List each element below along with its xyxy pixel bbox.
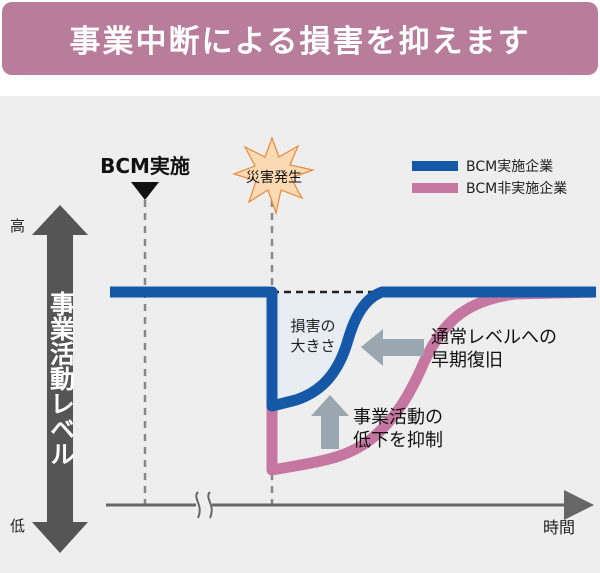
y-axis-label: 事業活動レベル	[47, 291, 76, 466]
bcm-marker-triangle	[131, 182, 159, 200]
header-banner: 事業中断による損害を抑えます	[2, 2, 598, 75]
suppression-label-line1: 事業活動の	[353, 407, 443, 428]
low-label: 低	[10, 517, 25, 535]
high-label: 高	[10, 217, 25, 235]
bcm-company-line	[110, 286, 596, 412]
suppression-arrow	[311, 395, 349, 449]
legend-swatch-bcm	[412, 161, 458, 171]
recovery-label-line2: 早期復旧	[431, 350, 503, 371]
damage-label-line2: 大きさ	[290, 337, 335, 355]
damage-label-line1: 損害の	[290, 317, 335, 335]
recovery-arrow	[361, 329, 424, 366]
disaster-label: 災害発生	[246, 170, 302, 186]
suppression-label-line2: 低下を抑制	[353, 430, 443, 451]
legend-label-non-bcm: BCM非実施企業	[466, 180, 567, 197]
bcm-marker-label: BCM実施	[100, 154, 190, 178]
activity-level-axis-arrow	[32, 205, 88, 553]
legend-label-bcm: BCM実施企業	[466, 158, 553, 175]
recovery-label-line1: 通常レベルへの	[431, 327, 557, 348]
time-label: 時間	[543, 518, 575, 537]
legend-swatch-non-bcm	[412, 183, 458, 193]
non-bcm-company-line	[110, 286, 597, 476]
page-title: 事業中断による損害を抑えます	[69, 24, 531, 60]
axis-break-icon	[195, 491, 213, 519]
disaster-burst-icon	[232, 136, 316, 216]
